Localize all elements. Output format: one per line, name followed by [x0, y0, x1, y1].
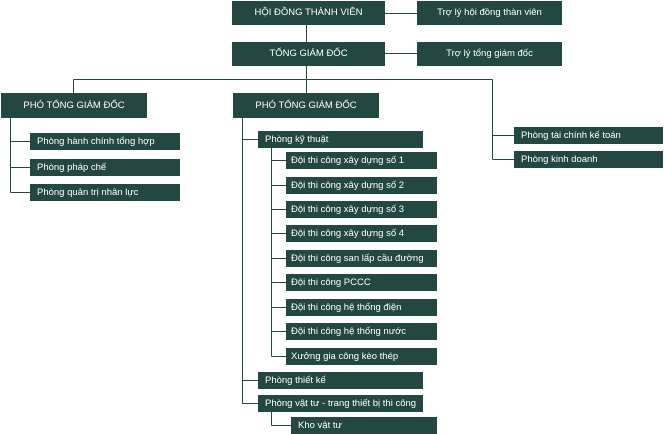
dept-supply-box: Phòng vật tư - trang thiết bị thi công [258, 395, 423, 412]
team-box: Đội thi công xây dựng số 3 [286, 201, 437, 218]
deputy-1-box: PHÓ TỔNG GIÁM ĐỐC [1, 93, 147, 118]
team-box: Xưởng gia công kèo thép [286, 348, 437, 365]
board-box: HỘI ĐỒNG THÀNH VIÊN [232, 1, 385, 25]
deputy-2-box: PHÓ TỔNG GIÁM ĐỐC [233, 93, 379, 118]
dept-legal-box: Phòng pháp chế [30, 159, 180, 176]
team-box: Đội thi công xây dựng số 1 [286, 152, 437, 169]
team-box: Đội thi công xây dựng số 2 [286, 177, 437, 194]
team-box: Đội thi công hệ thống điện [286, 299, 437, 316]
dept-design-box: Phòng thiết kế [258, 372, 423, 389]
dept-sales-box: Phòng kinh doanh [514, 151, 663, 168]
ceo-assistant-box: Trợ lý tổng giám đốc [417, 42, 562, 66]
board-assistant-box: Trợ lý hội đồng thàn viên [417, 1, 562, 25]
team-box: Đội thi công san lấp cầu đường [286, 250, 437, 267]
dept-admin-box: Phòng hành chính tổng hợp [30, 133, 180, 150]
ceo-box: TỔNG GIÁM ĐỐC [232, 42, 385, 66]
team-box: Đội thi công hệ thống nước [286, 323, 437, 340]
dept-technical-box: Phòng kỹ thuật [258, 131, 423, 148]
team-box: Đội thi công xây dựng số 4 [286, 225, 437, 242]
dept-hr-box: Phòng quản trị nhân lực [30, 184, 180, 201]
warehouse-box: Kho vật tư [291, 417, 437, 434]
dept-finance-box: Phòng tài chính kế toán [514, 127, 663, 144]
team-box: Đội thi công PCCC [286, 274, 437, 291]
